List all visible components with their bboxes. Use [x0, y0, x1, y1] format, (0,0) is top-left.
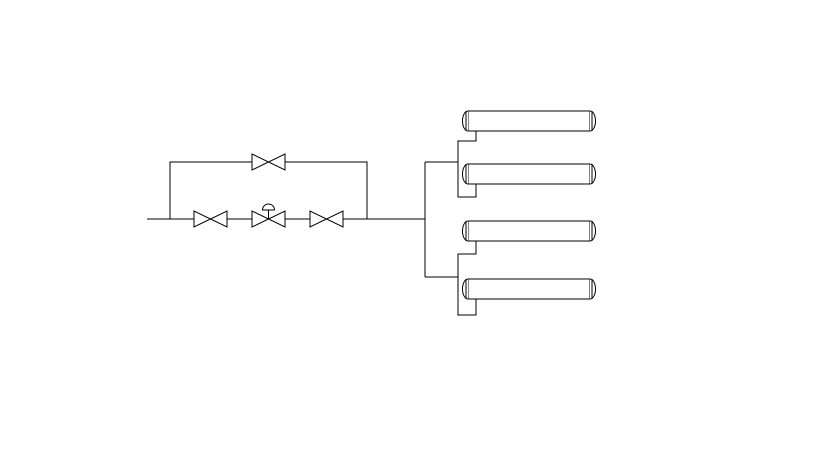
vessel-1: [462, 110, 596, 132]
vessel-2: [462, 163, 596, 185]
upstream-gate-valve: [193, 210, 228, 228]
vessel-3: [462, 220, 596, 242]
valve-station-piping: [147, 161, 425, 220]
bypass-pipe-right: [285, 161, 368, 219]
vessel-4: [462, 278, 596, 300]
control-valve: [251, 203, 286, 228]
downstream-gate-valve: [309, 210, 344, 228]
bypass-pipe-left: [169, 161, 252, 219]
branch-upper-pair: [457, 131, 477, 198]
branch-lower-pair: [457, 241, 477, 316]
actuator-dome: [261, 203, 276, 211]
bypass-gate-valve: [251, 153, 286, 171]
distribution-header: [424, 161, 458, 278]
